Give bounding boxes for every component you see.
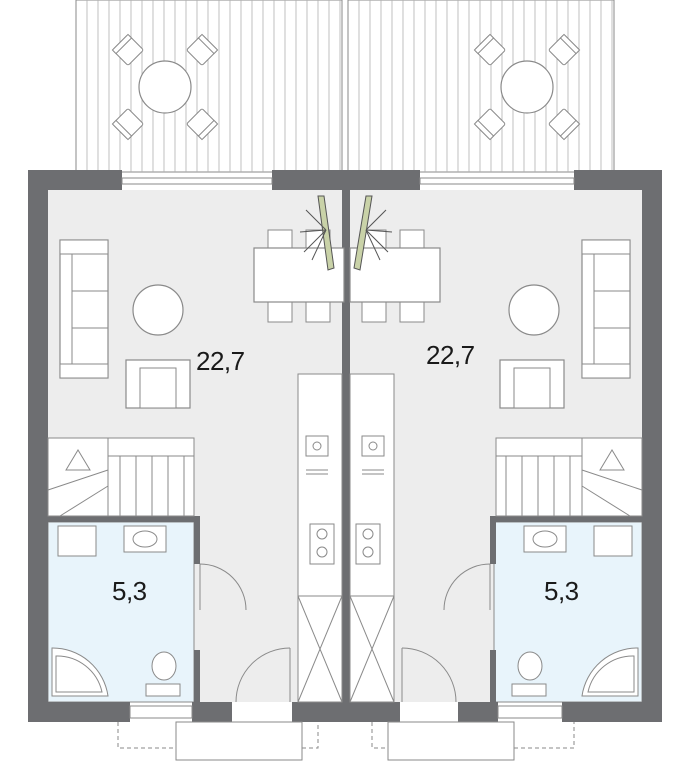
doors <box>129 563 563 719</box>
lamp-left <box>299 195 335 271</box>
living-area-right: 22,7 <box>426 340 475 370</box>
living-area-left: 22,7 <box>196 346 245 376</box>
kitchen-counter-left <box>297 373 343 703</box>
sofa-left <box>59 239 109 379</box>
stairs-left <box>47 437 195 517</box>
bathroom-fixtures-right <box>511 525 639 697</box>
entrance-steps <box>117 721 575 761</box>
dining-table-left <box>253 229 345 323</box>
side-table-left <box>125 359 191 409</box>
side-table-right <box>499 359 565 409</box>
terrace-left <box>75 0 343 173</box>
terrace-table-right <box>473 33 581 141</box>
lamp-right <box>353 195 393 271</box>
bathroom-area-left: 5,3 <box>112 576 147 606</box>
bathroom-area-right: 5,3 <box>544 576 579 606</box>
coffee-table-left <box>132 284 184 336</box>
walls <box>28 170 662 722</box>
kitchen-counter-right <box>349 373 395 703</box>
terrace-right <box>347 0 615 173</box>
top-windows <box>121 177 575 185</box>
bathroom-fixtures-left <box>51 525 181 697</box>
sofa-right <box>581 239 631 379</box>
stairs-right <box>495 437 643 517</box>
coffee-table-right <box>508 284 560 336</box>
terrace-table-left <box>111 33 219 141</box>
